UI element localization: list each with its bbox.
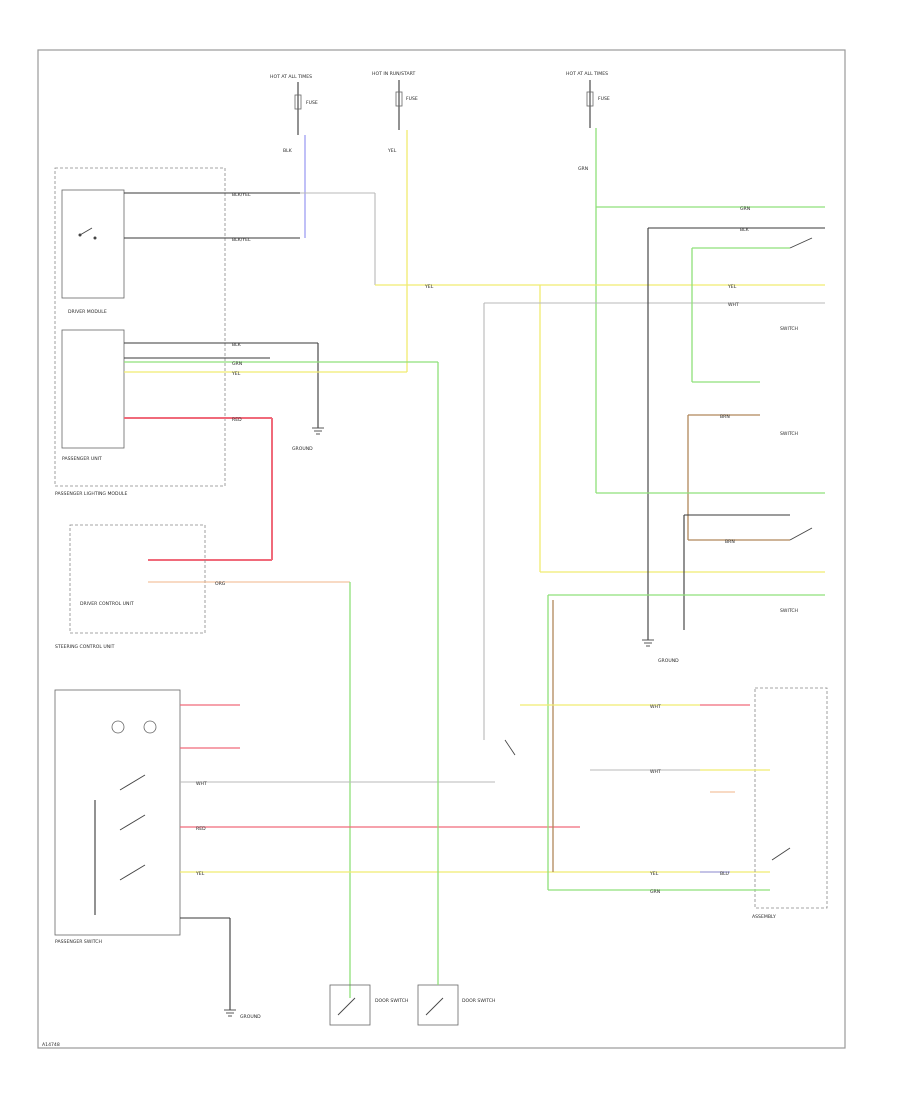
wire-label-yel-r2: YEL bbox=[649, 871, 659, 877]
fuse-feed-a: HOT AT ALL TIMES FUSE BLK bbox=[270, 74, 318, 238]
center-wiring: YEL YEL WHT bbox=[375, 284, 825, 740]
fuse-feed-c: HOT AT ALL TIMES FUSE GRN bbox=[566, 71, 610, 493]
ground-symbol-b: GROUND bbox=[224, 1009, 261, 1020]
wire-label-red-1: RED bbox=[232, 417, 242, 423]
steering-control-unit: PASSENGER LIGHTING MODULE DRIVER CONTROL… bbox=[55, 491, 351, 998]
ground-symbol-a: GROUND bbox=[292, 427, 324, 452]
wire-label-grn-r1: GRN bbox=[740, 206, 750, 212]
door-switch-label-b: DOOR SWITCH bbox=[462, 998, 495, 1004]
passenger-switch: PASSENGER SWITCH bbox=[54, 689, 181, 945]
ground-label-b: GROUND bbox=[240, 1014, 261, 1020]
diagram-frame bbox=[37, 49, 846, 1049]
wire-label-blk-a: BLK bbox=[283, 148, 293, 154]
door-switch-b: DOOR SWITCH bbox=[417, 984, 495, 1026]
fuse-label-b: FUSE bbox=[406, 96, 418, 102]
steering-unit-label: STEERING CONTROL UNIT bbox=[55, 644, 115, 650]
wire-label-yel-b: YEL bbox=[387, 148, 397, 154]
hot-label-b: HOT IN RUN/START bbox=[372, 71, 415, 77]
right-upper-switches: GRN BLK SWITCH bbox=[596, 206, 825, 640]
wire-label-blk-r1: BLK bbox=[740, 227, 750, 233]
wire-label-wht-r2: WHT bbox=[650, 704, 661, 710]
wire-label-grn-r2: GRN bbox=[650, 889, 660, 895]
right-switch-label-1: SWITCH bbox=[780, 326, 798, 332]
right-assembly-label: ASSEMBLY bbox=[752, 914, 776, 920]
door-switch-a: DOOR SWITCH bbox=[329, 984, 408, 1026]
wire-label-blk-yel-1: BLK/YEL bbox=[232, 192, 251, 198]
footer-code: A14748 bbox=[42, 1042, 60, 1048]
right-middle-switches: BRN BRN SWITCH SWITCH bbox=[547, 414, 825, 890]
wire-label-wht-r1: WHT bbox=[728, 302, 739, 308]
wire-label-grn-1: GRN bbox=[232, 361, 242, 367]
passenger-unit-label: PASSENGER UNIT bbox=[62, 456, 102, 462]
driver-module-label: DRIVER MODULE bbox=[68, 309, 107, 315]
driver-module: DRIVER MODULE PASSENGER UNIT bbox=[54, 167, 226, 487]
wire-label-wht-r3: WHT bbox=[650, 769, 661, 775]
ground-symbol-c: GROUND bbox=[642, 639, 679, 664]
wire-label-yel-r1: YEL bbox=[727, 284, 737, 290]
wire-label-blk-1: BLK bbox=[232, 342, 242, 348]
wire-label-brn-r2: BRN bbox=[725, 539, 735, 545]
door-switch-label-a: DOOR SWITCH bbox=[375, 998, 408, 1004]
ground-label-a: GROUND bbox=[292, 446, 313, 452]
right-assembly: ASSEMBLY WHT WHT YEL GRN BLU bbox=[504, 687, 828, 920]
wire-label-org-1: ORG bbox=[215, 581, 226, 587]
fuse-label-c: FUSE bbox=[598, 96, 610, 102]
wire-label-grn-c: GRN bbox=[578, 166, 588, 172]
wire-label-blk-yel-2: BLK/YEL bbox=[232, 237, 251, 243]
fuse-feed-b: HOT IN RUN/START FUSE YEL bbox=[372, 71, 418, 372]
fuse-label-a: FUSE bbox=[306, 100, 318, 106]
wire-label-blu-r1: BLU bbox=[720, 871, 729, 877]
ground-label-c: GROUND bbox=[658, 658, 679, 664]
right-switch-label-3: SWITCH bbox=[780, 608, 798, 614]
hot-label-c: HOT AT ALL TIMES bbox=[566, 71, 608, 77]
passenger-switch-wires: WHT RED YEL bbox=[180, 704, 770, 1010]
driver-module-wires: BLK/YEL BLK/YEL BLK GRN YEL RED bbox=[124, 192, 438, 561]
wire-label-yel-c: YEL bbox=[424, 284, 434, 290]
wire-label-wht-1: WHT bbox=[196, 781, 207, 787]
wire-label-brn-r1: BRN bbox=[720, 414, 730, 420]
wire-label-yel-1: YEL bbox=[231, 371, 241, 377]
wire-label-yel-2: YEL bbox=[195, 871, 205, 877]
hot-label-a: HOT AT ALL TIMES bbox=[270, 74, 312, 80]
wire-label-red-2: RED bbox=[196, 826, 206, 832]
passenger-module-label: PASSENGER LIGHTING MODULE bbox=[55, 491, 127, 497]
driver-control-label: DRIVER CONTROL UNIT bbox=[80, 601, 134, 607]
passenger-switch-label: PASSENGER SWITCH bbox=[55, 939, 102, 945]
right-switch-label-2: SWITCH bbox=[780, 431, 798, 437]
